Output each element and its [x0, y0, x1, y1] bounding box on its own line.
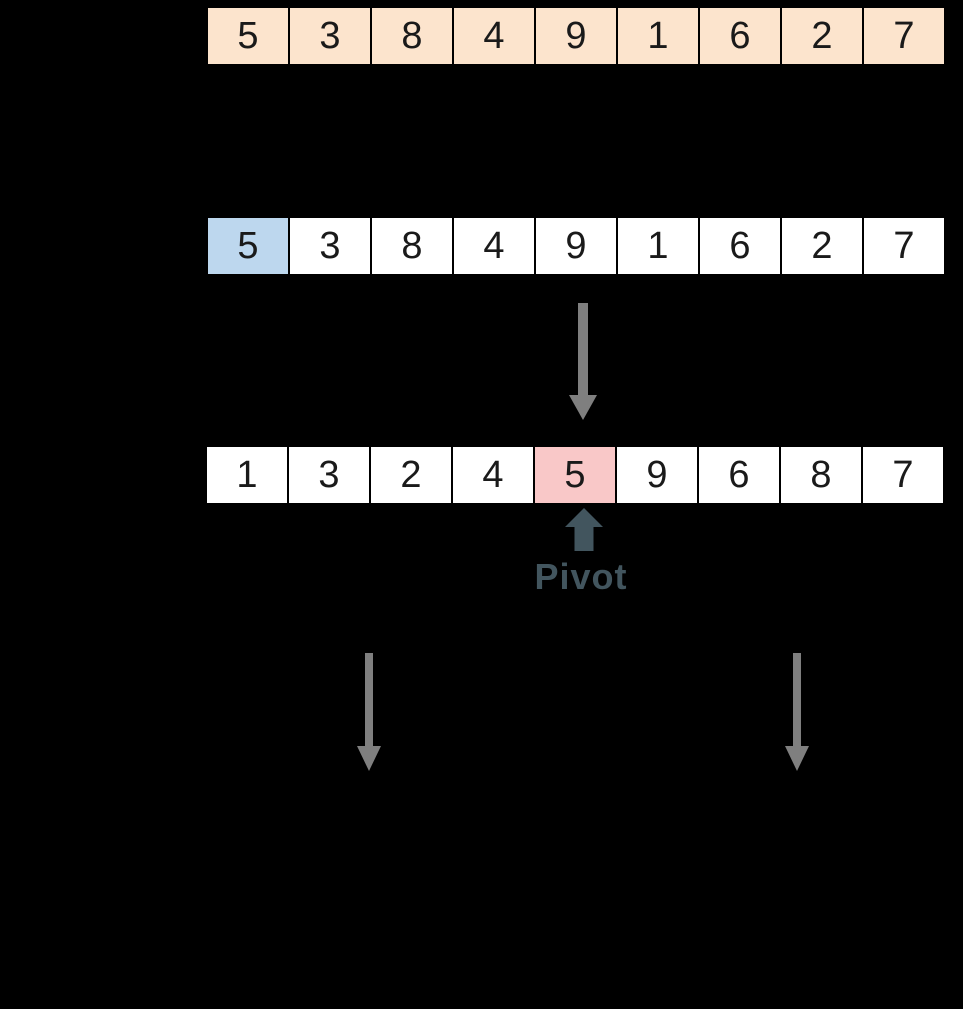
pivot-up-arrow-icon — [565, 508, 603, 551]
array-cell: 2 — [780, 6, 864, 66]
array-cell: 4 — [452, 6, 536, 66]
array-cell: 3 — [288, 216, 372, 276]
array-cell: 3 — [287, 445, 371, 505]
array-cell: 6 — [698, 6, 782, 66]
array-cell: 2 — [369, 445, 453, 505]
array-cell-pivot: 5 — [533, 445, 617, 505]
array-cell: 4 — [452, 216, 536, 276]
array-cell: 4 — [451, 445, 535, 505]
array-cell: 3 — [288, 6, 372, 66]
array-cell: 2 — [780, 216, 864, 276]
array-cell: 8 — [779, 445, 863, 505]
down-arrow-icon — [569, 303, 597, 420]
right-branch-down-arrow-icon — [785, 653, 809, 771]
array-cell: 6 — [698, 216, 782, 276]
array-cell: 5 — [206, 6, 290, 66]
array-cell: 7 — [862, 216, 946, 276]
array-cell: 6 — [697, 445, 781, 505]
pivot-selected-array-row: 5 3 8 4 9 1 6 2 7 — [206, 216, 946, 276]
array-cell: 1 — [616, 6, 700, 66]
array-cell: 1 — [205, 445, 289, 505]
array-cell: 9 — [615, 445, 699, 505]
pivot-label: Pivot — [534, 556, 628, 597]
partitioned-array-row: 1 3 2 4 5 9 6 8 7 — [205, 445, 945, 505]
array-cell: 8 — [370, 6, 454, 66]
array-cell: 1 — [616, 216, 700, 276]
array-cell: 9 — [534, 6, 618, 66]
array-cell: 7 — [861, 445, 945, 505]
array-cell: 7 — [862, 6, 946, 66]
array-cell: 9 — [534, 216, 618, 276]
array-cell: 8 — [370, 216, 454, 276]
initial-array-row: 5 3 8 4 9 1 6 2 7 — [206, 6, 946, 66]
left-branch-down-arrow-icon — [357, 653, 381, 771]
array-cell-pivot-selected: 5 — [206, 216, 290, 276]
